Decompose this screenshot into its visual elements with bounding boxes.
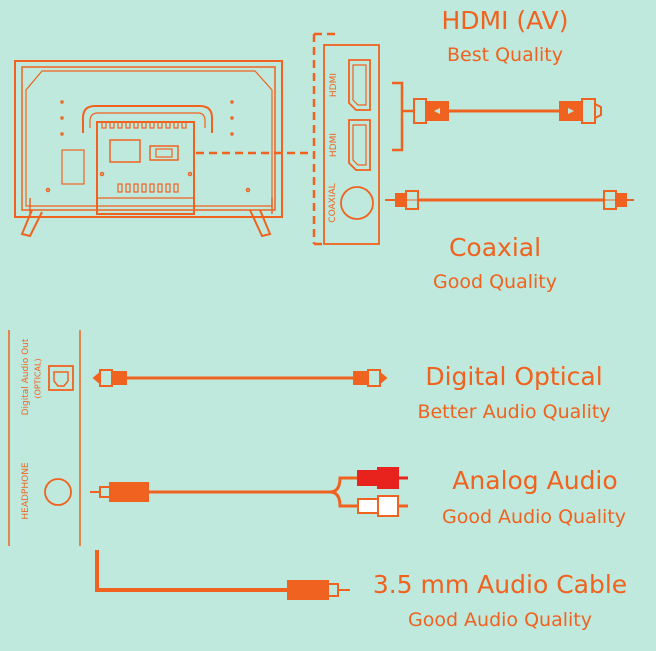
analog-subtitle: Good Audio Quality [441, 506, 626, 528]
port-label-headphone: HEADPHONE [21, 462, 31, 520]
hdmi-port-2 [348, 119, 371, 171]
optical-title: Digital Optical [425, 362, 603, 391]
rca-white-plug [357, 495, 408, 517]
audio-3-5mm-subtitle: Good Audio Quality [407, 609, 592, 631]
coaxial-cable [385, 190, 634, 210]
optical-subtitle: Better Audio Quality [417, 401, 611, 423]
audio-3-5mm-cable [95, 550, 350, 600]
coaxial-title: Coaxial [448, 233, 542, 262]
analog-audio-cable [90, 467, 408, 517]
hdmi-port-1 [348, 59, 371, 111]
headphone-port [44, 478, 72, 506]
port-label-coaxial: COAXIAL [328, 183, 338, 223]
analog-title: Analog Audio [452, 466, 618, 495]
coaxial-subtitle: Good Quality [433, 271, 557, 293]
tv-back-illustration [14, 60, 283, 238]
hdmi-subtitle: Best Quality [446, 44, 563, 66]
optical-port [48, 365, 74, 391]
coaxial-port [340, 186, 374, 220]
port-label-hdmi-1: HDMI [329, 72, 339, 98]
port-label-optical-line1: Digital Audio Out [21, 338, 31, 416]
port-label-hdmi-2: HDMI [329, 132, 339, 158]
audio-3-5mm-title: 3.5 mm Audio Cable [372, 570, 628, 599]
audio-port-panel [8, 330, 81, 546]
rca-red-plug [357, 467, 408, 489]
tv-port-panel [312, 32, 404, 246]
port-label-optical-line2: (OPTICAL) [33, 358, 43, 399]
hdmi-title: HDMI (AV) [441, 6, 569, 35]
optical-cable [92, 369, 388, 387]
hdmi-cable [402, 98, 602, 124]
